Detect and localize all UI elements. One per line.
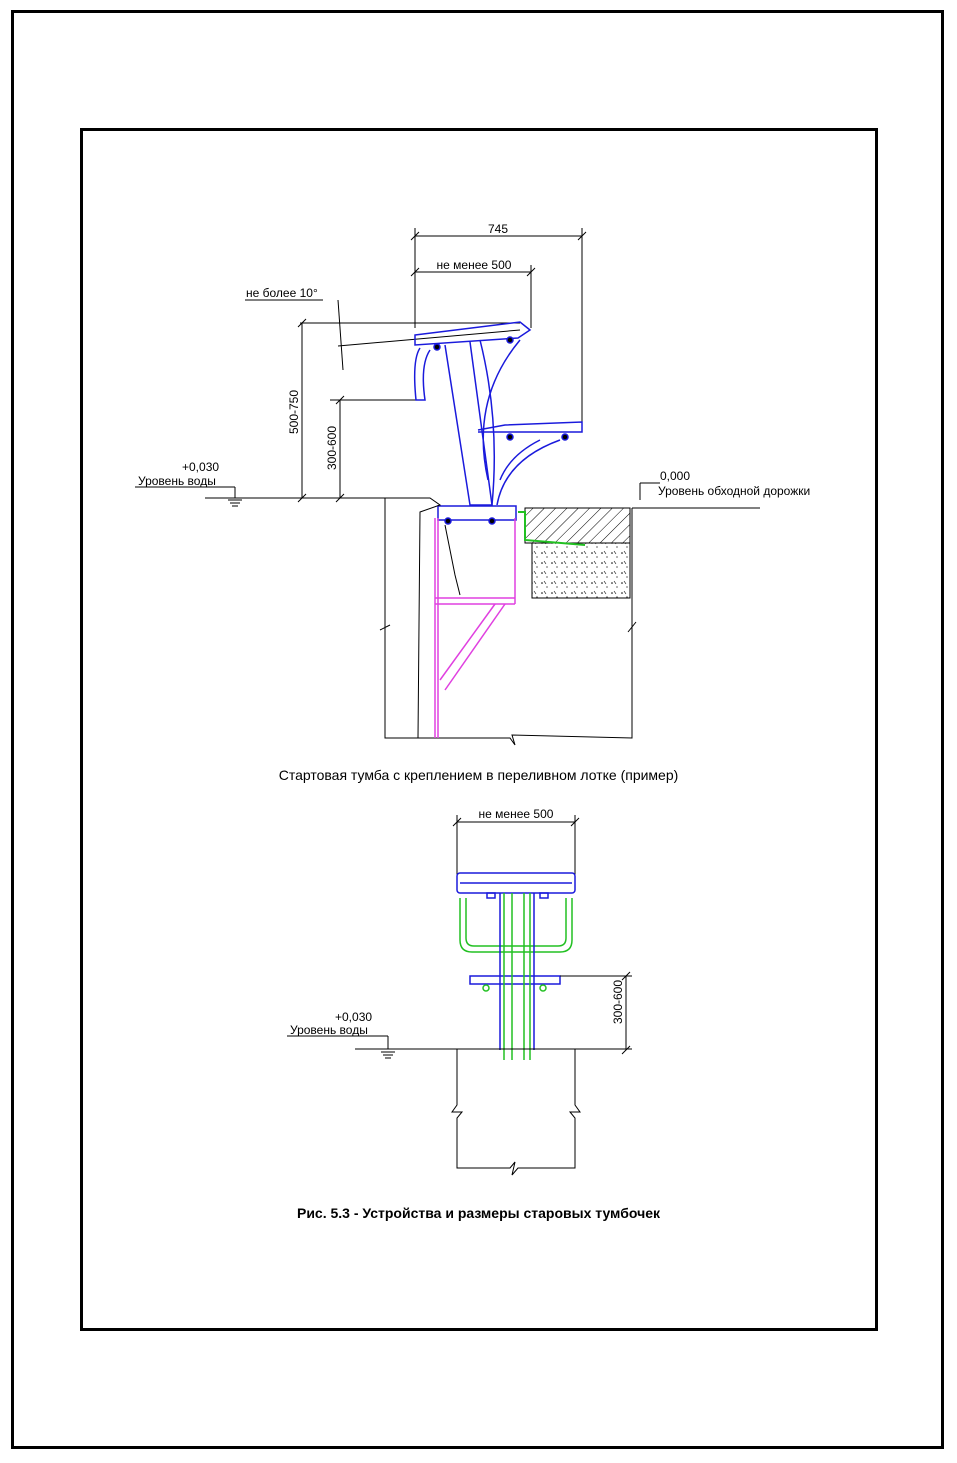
dim-total-height-label: 500-750 — [287, 390, 301, 434]
dim-tilt — [245, 299, 521, 371]
deck-mark: 0,000 — [660, 469, 690, 483]
dim-platform-lower-label: не менее 500 — [479, 807, 554, 821]
lower-rail — [459, 893, 573, 1060]
dim-overall-745 — [410, 228, 587, 432]
dim-step-height-lower-label: 300-600 — [611, 980, 625, 1024]
start-block — [413, 321, 583, 525]
dim-overall-label: 745 — [488, 222, 508, 236]
deck-level-mark — [632, 482, 760, 509]
gutter-bracket — [434, 518, 516, 738]
water-level-lower — [287, 1035, 632, 1059]
lower-drawing: не менее 500 300-600 — [287, 807, 632, 1176]
deck-sealant — [518, 511, 586, 546]
dim-step-height-lower — [560, 971, 632, 1055]
dim-step-height — [330, 395, 420, 503]
outer-frame — [11, 10, 944, 1449]
gutter-grate — [444, 524, 461, 596]
figure-caption: Рис. 5.3 - Устройства и размеры старовых… — [296, 1205, 660, 1221]
lower-wall — [451, 1049, 581, 1176]
upper-caption: Стартовая тумба с креплением в переливно… — [278, 767, 679, 783]
water-label-lower: Уровень воды — [290, 1023, 368, 1037]
lower-block — [456, 872, 576, 985]
deck-concrete — [531, 542, 631, 599]
dim-platform-lower — [452, 815, 580, 875]
deck-label: Уровень обходной дорожки — [658, 484, 810, 498]
inner-frame — [80, 128, 878, 1331]
upper-drawing: 745 не менее 500 не более 10° 500-750 — [135, 222, 810, 746]
water-level-mark — [135, 486, 385, 507]
dim-platform — [410, 265, 536, 328]
water-mark: +0,030 — [182, 460, 219, 474]
water-label: Уровень воды — [138, 474, 216, 488]
water-mark-lower: +0,030 — [335, 1010, 372, 1024]
lower-post — [499, 893, 535, 1050]
pool-wall — [379, 497, 637, 746]
deck-paving — [524, 507, 631, 544]
dim-tilt-label: не более 10° — [246, 286, 318, 300]
dim-step-height-label: 300-600 — [325, 426, 339, 470]
dim-platform-label: не менее 500 — [437, 258, 512, 272]
